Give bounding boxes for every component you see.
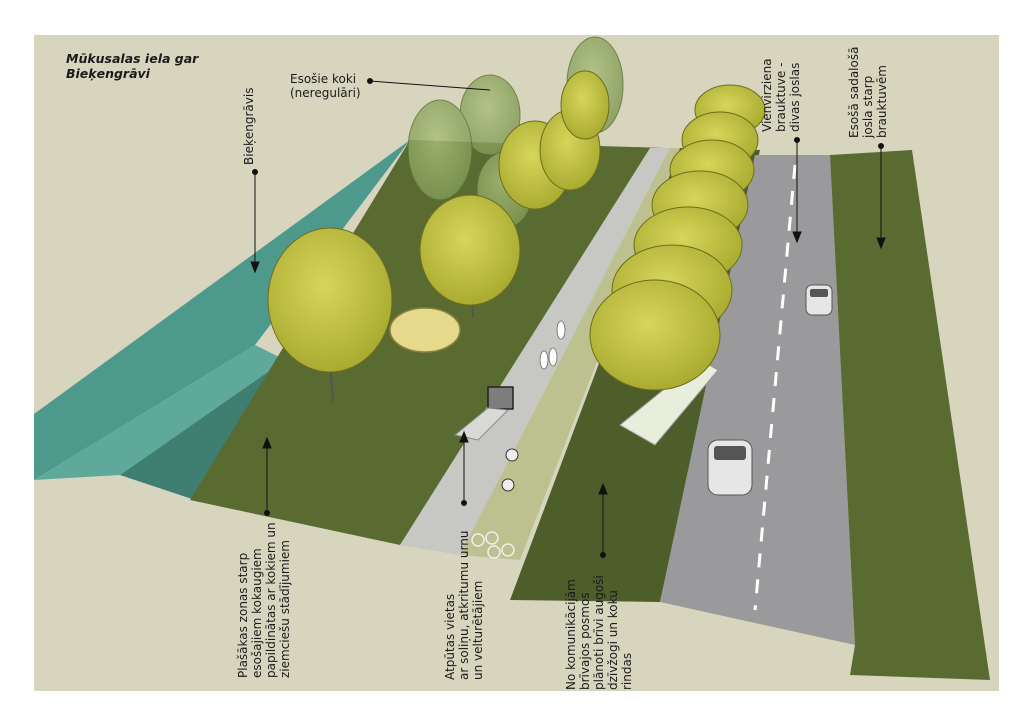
label-hedges-line: dzīvžogi un koku bbox=[606, 590, 620, 690]
label-green-zone: Plašākas zonas starp esošajiem kokaugiem… bbox=[236, 522, 292, 678]
label-green-zone-line: ziemciešu stādījumiem bbox=[278, 540, 292, 678]
annotation-leaders bbox=[250, 78, 886, 558]
label-rest-stops: Atpūtas vietas ar soliņu, atkritumu urnu… bbox=[443, 531, 485, 680]
car-far bbox=[805, 284, 833, 316]
bike-path-symbols bbox=[471, 531, 515, 559]
title-line-2: Bieķengrāvi bbox=[66, 66, 150, 81]
bench bbox=[487, 386, 514, 410]
label-green-zone-line: Plašākas zonas starp bbox=[236, 552, 250, 678]
label-hedges-line: plānoti brīvi augoši bbox=[592, 575, 606, 690]
rest-area-pad bbox=[453, 407, 510, 441]
label-carriageway-line: Vienvirziena bbox=[760, 58, 774, 132]
label-canal-line: Bieķengrāvis bbox=[242, 87, 256, 165]
lane-markings bbox=[753, 164, 797, 611]
label-carriageway-line: divas joslas bbox=[788, 62, 802, 132]
canal-bank-dark bbox=[120, 360, 285, 500]
tree-row bbox=[589, 84, 766, 391]
label-median-line: josla starp bbox=[861, 75, 875, 138]
label-canal: Bieķengrāvis bbox=[242, 88, 256, 165]
label-existing-trees-line: (neregulāri) bbox=[290, 86, 361, 100]
perennial-bed bbox=[389, 307, 461, 353]
carriageway bbox=[660, 155, 855, 645]
label-rest-stops-line: ar soliņu, atkritumu urnu bbox=[457, 530, 471, 680]
label-rest-stops-line: un velturētājiem bbox=[471, 580, 485, 680]
canal-water bbox=[34, 140, 410, 480]
label-green-zone-line: papildinātas ar kokiem un bbox=[264, 522, 278, 678]
diagram-title: Mūkusalas iela gar Bieķengrāvi bbox=[66, 51, 198, 81]
pedestrian-path bbox=[400, 148, 670, 555]
label-median: Esošā sadalošā josla starp brauktuvēm bbox=[847, 47, 889, 138]
label-rest-stops-line: Atpūtas vietas bbox=[443, 593, 457, 680]
pedestrians bbox=[539, 320, 566, 370]
label-median-line: brauktuvēm bbox=[875, 65, 889, 138]
title-line-1: Mūkusalas iela gar bbox=[66, 51, 199, 66]
cyclists bbox=[501, 448, 519, 492]
label-hedges-line: brīvajos posmos bbox=[578, 592, 592, 690]
label-hedges: No komunikācijām brīvajos posmos plānoti… bbox=[564, 575, 634, 690]
car-near bbox=[707, 439, 753, 496]
median-strip bbox=[830, 150, 990, 680]
label-hedges-line: rindas bbox=[620, 652, 634, 690]
label-carriageway: Vienvirziena brauktuve - divas joslas bbox=[760, 58, 802, 132]
canal-bank-light bbox=[34, 345, 285, 480]
trees-left bbox=[267, 70, 610, 403]
label-existing-trees-line: Esošie koki bbox=[290, 72, 357, 86]
label-existing-trees: Esošie koki (neregulāri) bbox=[290, 72, 361, 100]
label-hedges-line: No komunikācijām bbox=[564, 579, 578, 690]
label-green-zone-line: esošajiem kokaugiem bbox=[250, 548, 264, 678]
label-median-line: Esošā sadalošā bbox=[847, 46, 861, 138]
label-carriageway-line: brauktuve - bbox=[774, 62, 788, 132]
